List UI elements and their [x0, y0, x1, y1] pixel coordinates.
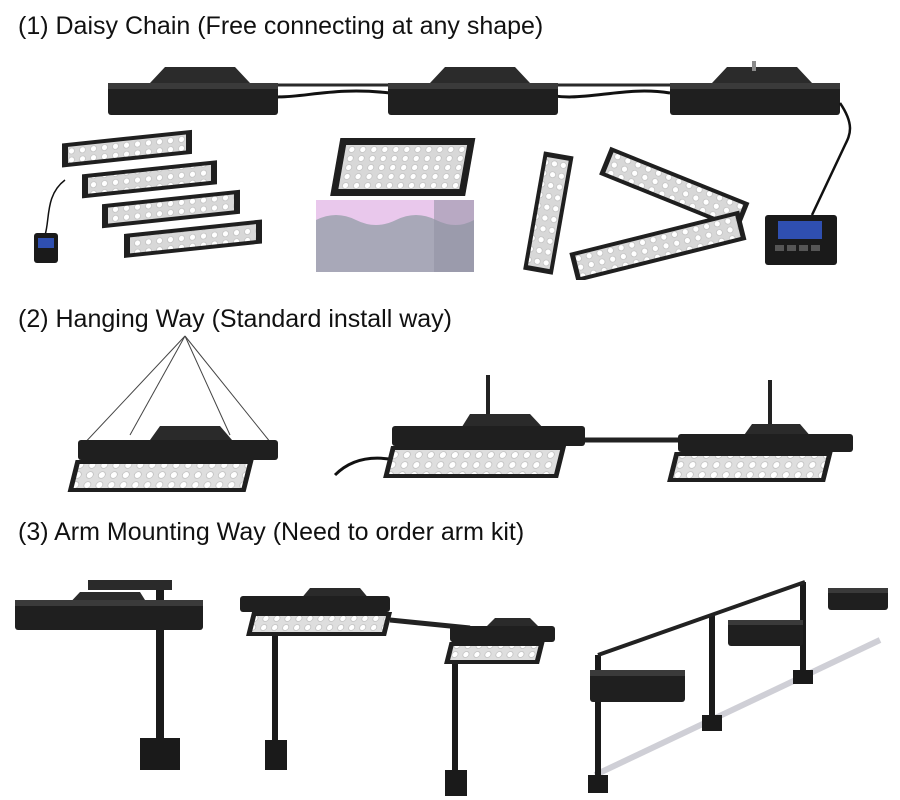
light-fixture [108, 67, 278, 115]
light-fixture [670, 61, 840, 115]
triple-arm-mounted-lights [588, 580, 888, 793]
daisy-chain-top-row [108, 61, 852, 216]
hanging-wire-fixture [67, 335, 278, 492]
hanging-way-illustration [67, 335, 853, 492]
hanging-pair-fixture [333, 375, 853, 482]
controller-unit [765, 215, 837, 265]
section-heading-arm-mounting: (3) Arm Mounting Way (Need to order arm … [18, 518, 525, 546]
stacked-light-bars [34, 129, 262, 263]
single-arm-mounted-light [15, 580, 203, 770]
arm-mounting-illustration [15, 580, 888, 796]
aquarium-with-light [316, 138, 476, 272]
triangle-light-arrangement [523, 146, 750, 280]
section-heading-hanging-way: (2) Hanging Way (Standard install way) [18, 305, 452, 333]
section-heading-daisy-chain: (1) Daisy Chain (Free connecting at any … [18, 12, 544, 40]
controller-small [34, 233, 58, 263]
double-arm-mounted-lights [240, 588, 555, 796]
light-fixture [388, 67, 558, 115]
daisy-chain-illustration [34, 61, 852, 280]
